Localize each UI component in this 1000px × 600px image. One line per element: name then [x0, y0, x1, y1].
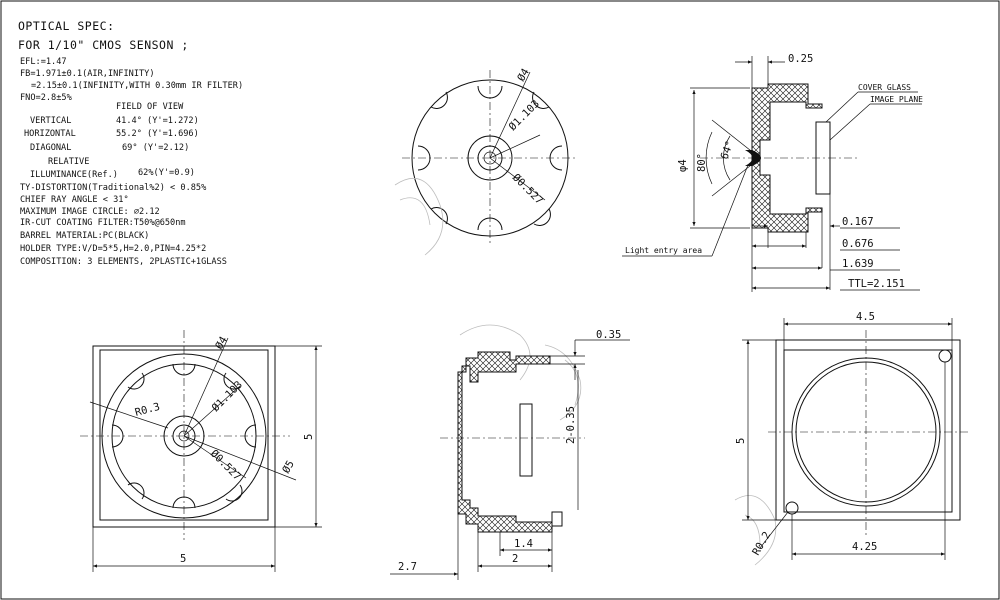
- notch-topleft: [127, 372, 145, 390]
- side-pin: [551, 511, 563, 527]
- dim-dia-1103: Ø1.103: [210, 379, 245, 414]
- spec-efl: EFL:=1.47: [20, 57, 67, 67]
- label-light-entry: Light entry area: [625, 246, 702, 255]
- spec-holder-type: HOLDER TYPE:V/D=5*5,H=2.0,PIN=4.25*2: [20, 244, 206, 254]
- spec-fno: FNO=2.8±5%: [20, 93, 73, 103]
- dim-0676: 0.676: [842, 238, 874, 250]
- leader-light-entry: [711, 164, 749, 257]
- spec-diagonal-value: 69° (Y'=2.12): [122, 143, 189, 153]
- spec-distortion: TY-DISTORTION(Traditional%2) < 0.85%: [20, 183, 207, 193]
- label-image-plane: IMAGE PLANE: [870, 95, 923, 104]
- arc-64deg: [723, 135, 731, 181]
- pin-hole-top-right: [938, 349, 952, 363]
- ray-lower: [711, 157, 761, 197]
- spec-horizontal-value: 55.2° (Y'=1.696): [116, 129, 199, 139]
- dim-14: 1.4: [514, 538, 533, 550]
- spec-fb-line1: FB=1.971±0.1(AIR,INFINITY): [20, 69, 155, 79]
- dim-2: 2: [512, 553, 518, 565]
- spec-chief-ray-angle: CHIEF RAY ANGLE < 31°: [20, 195, 129, 205]
- side-section-view: 0.35 2-0.35 1.4 2 2.7: [390, 329, 630, 580]
- angle-80: 80°: [696, 153, 708, 172]
- dim-035: 0.35: [596, 329, 621, 341]
- watermark: [394, 177, 777, 566]
- back-view: 4.5 5 4.25 R0.2: [735, 311, 968, 560]
- dim-radius-02: R0.2: [750, 530, 773, 558]
- spec-horizontal-label: HORIZONTAL: [24, 129, 76, 139]
- leader-d4: [489, 71, 531, 159]
- notch-bottomleft: [127, 482, 145, 500]
- notch-left: [111, 424, 124, 448]
- leader-d1103: [489, 134, 541, 159]
- spec-illuminance-label: ILLUMINANCE(Ref.): [30, 170, 118, 180]
- dim-height-5: 5: [303, 434, 315, 440]
- dim-dia-4: Ø4: [515, 67, 532, 84]
- spec-barrel-material: BARREL MATERIAL:PC(BLACK): [20, 231, 149, 241]
- spec-fb-line2: =2.15±0.1(INFINITY,WITH 0.30mm IR FILTER…: [31, 81, 243, 91]
- leader-d0527: [183, 435, 247, 479]
- holder-inner-square: [99, 349, 269, 521]
- leader-d5: [183, 435, 297, 481]
- leader-r03: [89, 401, 169, 429]
- arc-80deg: [705, 131, 713, 185]
- dim-0167: 0.167: [842, 216, 874, 228]
- leader-d1103: [183, 385, 241, 437]
- dim-2-035: 2-0.35: [565, 406, 577, 444]
- dim-dia-4: Ø4: [213, 335, 230, 352]
- leader-r02: [759, 511, 789, 549]
- notch-topright: [532, 91, 550, 109]
- dim-width-5: 5: [180, 553, 186, 565]
- dim-ttl: TTL=2.151: [848, 278, 905, 290]
- ray-upper: [711, 119, 761, 159]
- spec-fov-header: FIELD OF VIEW: [116, 102, 184, 112]
- leader-d0527: [489, 157, 546, 201]
- dim-radius-03: R0.3: [134, 401, 162, 419]
- dim-dia-5: Ø5: [280, 459, 297, 476]
- optical-spec-block: OPTICAL SPEC: FOR 1/10" CMOS SENSON ; EF…: [18, 19, 243, 267]
- leader-d4: [183, 337, 229, 437]
- dim-27: 2.7: [398, 561, 417, 573]
- dim-dia-0527: Ø0.527: [208, 448, 243, 483]
- housing-section: [751, 83, 823, 233]
- leader-image-plane: [829, 103, 871, 141]
- spec-composition: COMPOSITION: 3 ELEMENTS, 2PLASTIC+1GLASS: [20, 257, 227, 267]
- spec-image-circle: MAXIMUM IMAGE CIRCLE: ⌀2.12: [20, 207, 160, 217]
- notch-bottomleft: [430, 207, 448, 225]
- notch-bottomright: [533, 208, 551, 226]
- top-front-view: Ø4 Ø1.103 Ø0.527: [402, 67, 578, 246]
- bottom-front-view: Ø4 Ø1.103 Ø0.527 R0.3 Ø5 5 5: [80, 330, 322, 572]
- notch-topleft: [430, 91, 448, 109]
- dim-425: 4.25: [852, 541, 877, 553]
- spec-ir-filter: IR-CUT COATING FILTER:T50%@650nm: [20, 218, 186, 228]
- spec-title-line2: FOR 1/10" CMOS SENSON ;: [18, 38, 189, 52]
- back-inner-square: [783, 349, 953, 513]
- notch-bottomright: [225, 484, 243, 502]
- spec-vertical-label: VERTICAL: [30, 116, 71, 126]
- spec-vertical-value: 41.4° (Y'=1.272): [116, 116, 199, 126]
- side-cover-glass: [519, 403, 533, 477]
- spec-title-line1: OPTICAL SPEC:: [18, 19, 115, 33]
- dim-phi-4: φ4: [677, 159, 689, 172]
- spec-relative-label: RELATIVE: [48, 157, 89, 167]
- dim-dia-1103: Ø1.103: [507, 98, 542, 133]
- leader-cover-glass: [825, 91, 859, 123]
- dim-025: 0.25: [788, 53, 813, 65]
- dim-dia-0527: Ø0.527: [510, 172, 545, 207]
- spec-diagonal-label: DIAGONAL: [30, 143, 71, 153]
- label-cover-glass: COVER GLASS: [858, 83, 911, 92]
- dim-45: 4.5: [856, 311, 875, 323]
- holder-side-section: [457, 351, 553, 533]
- section-view: 80° 64° φ4 0.25 COVER GLASS IMAGE PLANE …: [622, 53, 923, 292]
- dim-height-5: 5: [735, 438, 747, 444]
- back-outer-square: [775, 339, 961, 521]
- spec-illuminance-value: 62%(Y'=0.9): [138, 168, 195, 178]
- dim-1639: 1.639: [842, 258, 874, 270]
